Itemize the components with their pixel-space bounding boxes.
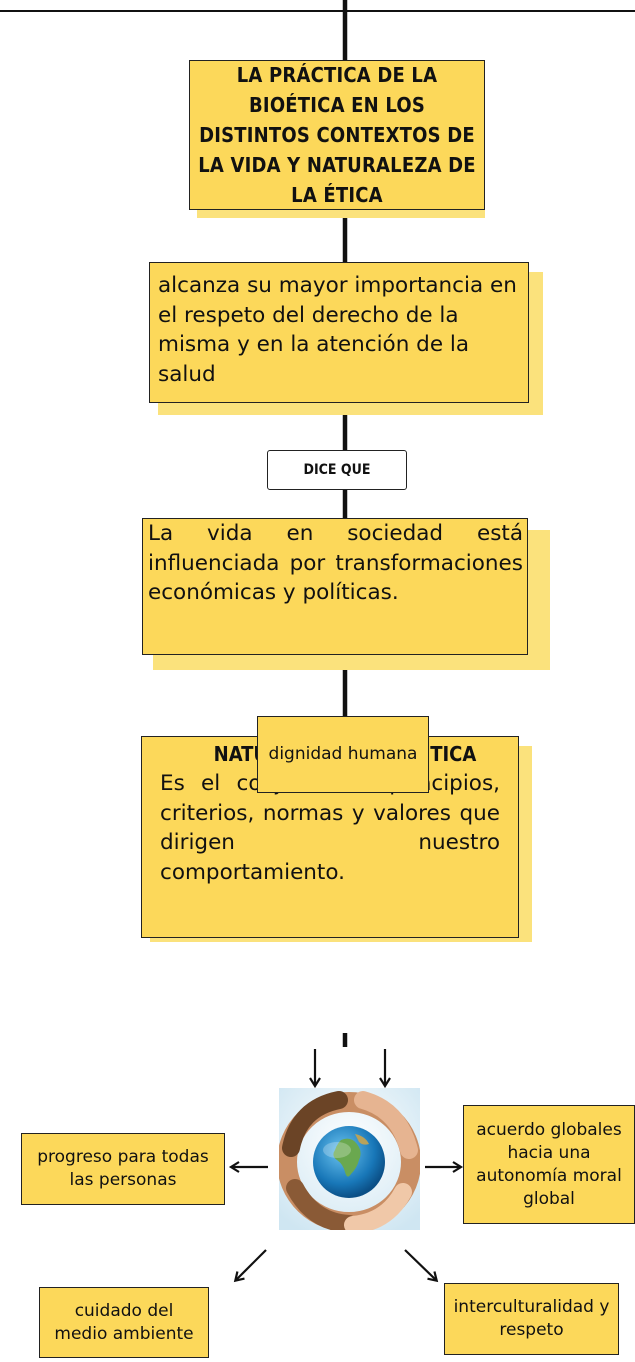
importance-text: alcanza su mayor importancia en el respe… [158,273,517,387]
agreements-box: acuerdo globales hacia una autonomía mor… [463,1105,635,1224]
society-text: La vida en sociedad está influenciada po… [148,521,523,605]
progress-box: progreso para todas las personas [21,1133,225,1205]
dice-que-text: DICE QUE [303,462,371,478]
environment-text: cuidado del medio ambiente [54,1300,194,1344]
intercultural-box: interculturalidad y respeto [444,1283,619,1355]
society-box: La vida en sociedad está influenciada po… [142,518,528,655]
importance-box: alcanza su mayor importancia en el respe… [149,262,529,403]
arrow-to-intercultural [404,1249,439,1283]
agreements-text: acuerdo globales hacia una autonomía mor… [476,1119,622,1209]
hands-globe-image [279,1088,420,1230]
dignity-box: dignidad humana [257,716,429,793]
environment-box: cuidado del medio ambiente [39,1287,209,1358]
dice-que-label: DICE QUE [267,450,407,490]
intercultural-text: interculturalidad y respeto [453,1297,610,1340]
title-text: La práctica de la bioética en los distin… [198,63,476,207]
arrow-to-environment [233,1249,267,1283]
hands-globe-icon [279,1088,420,1230]
dignity-text: dignidad humana [268,744,418,764]
progress-text: progreso para todas las personas [37,1147,209,1190]
title-box: La práctica de la bioética en los distin… [189,60,485,210]
